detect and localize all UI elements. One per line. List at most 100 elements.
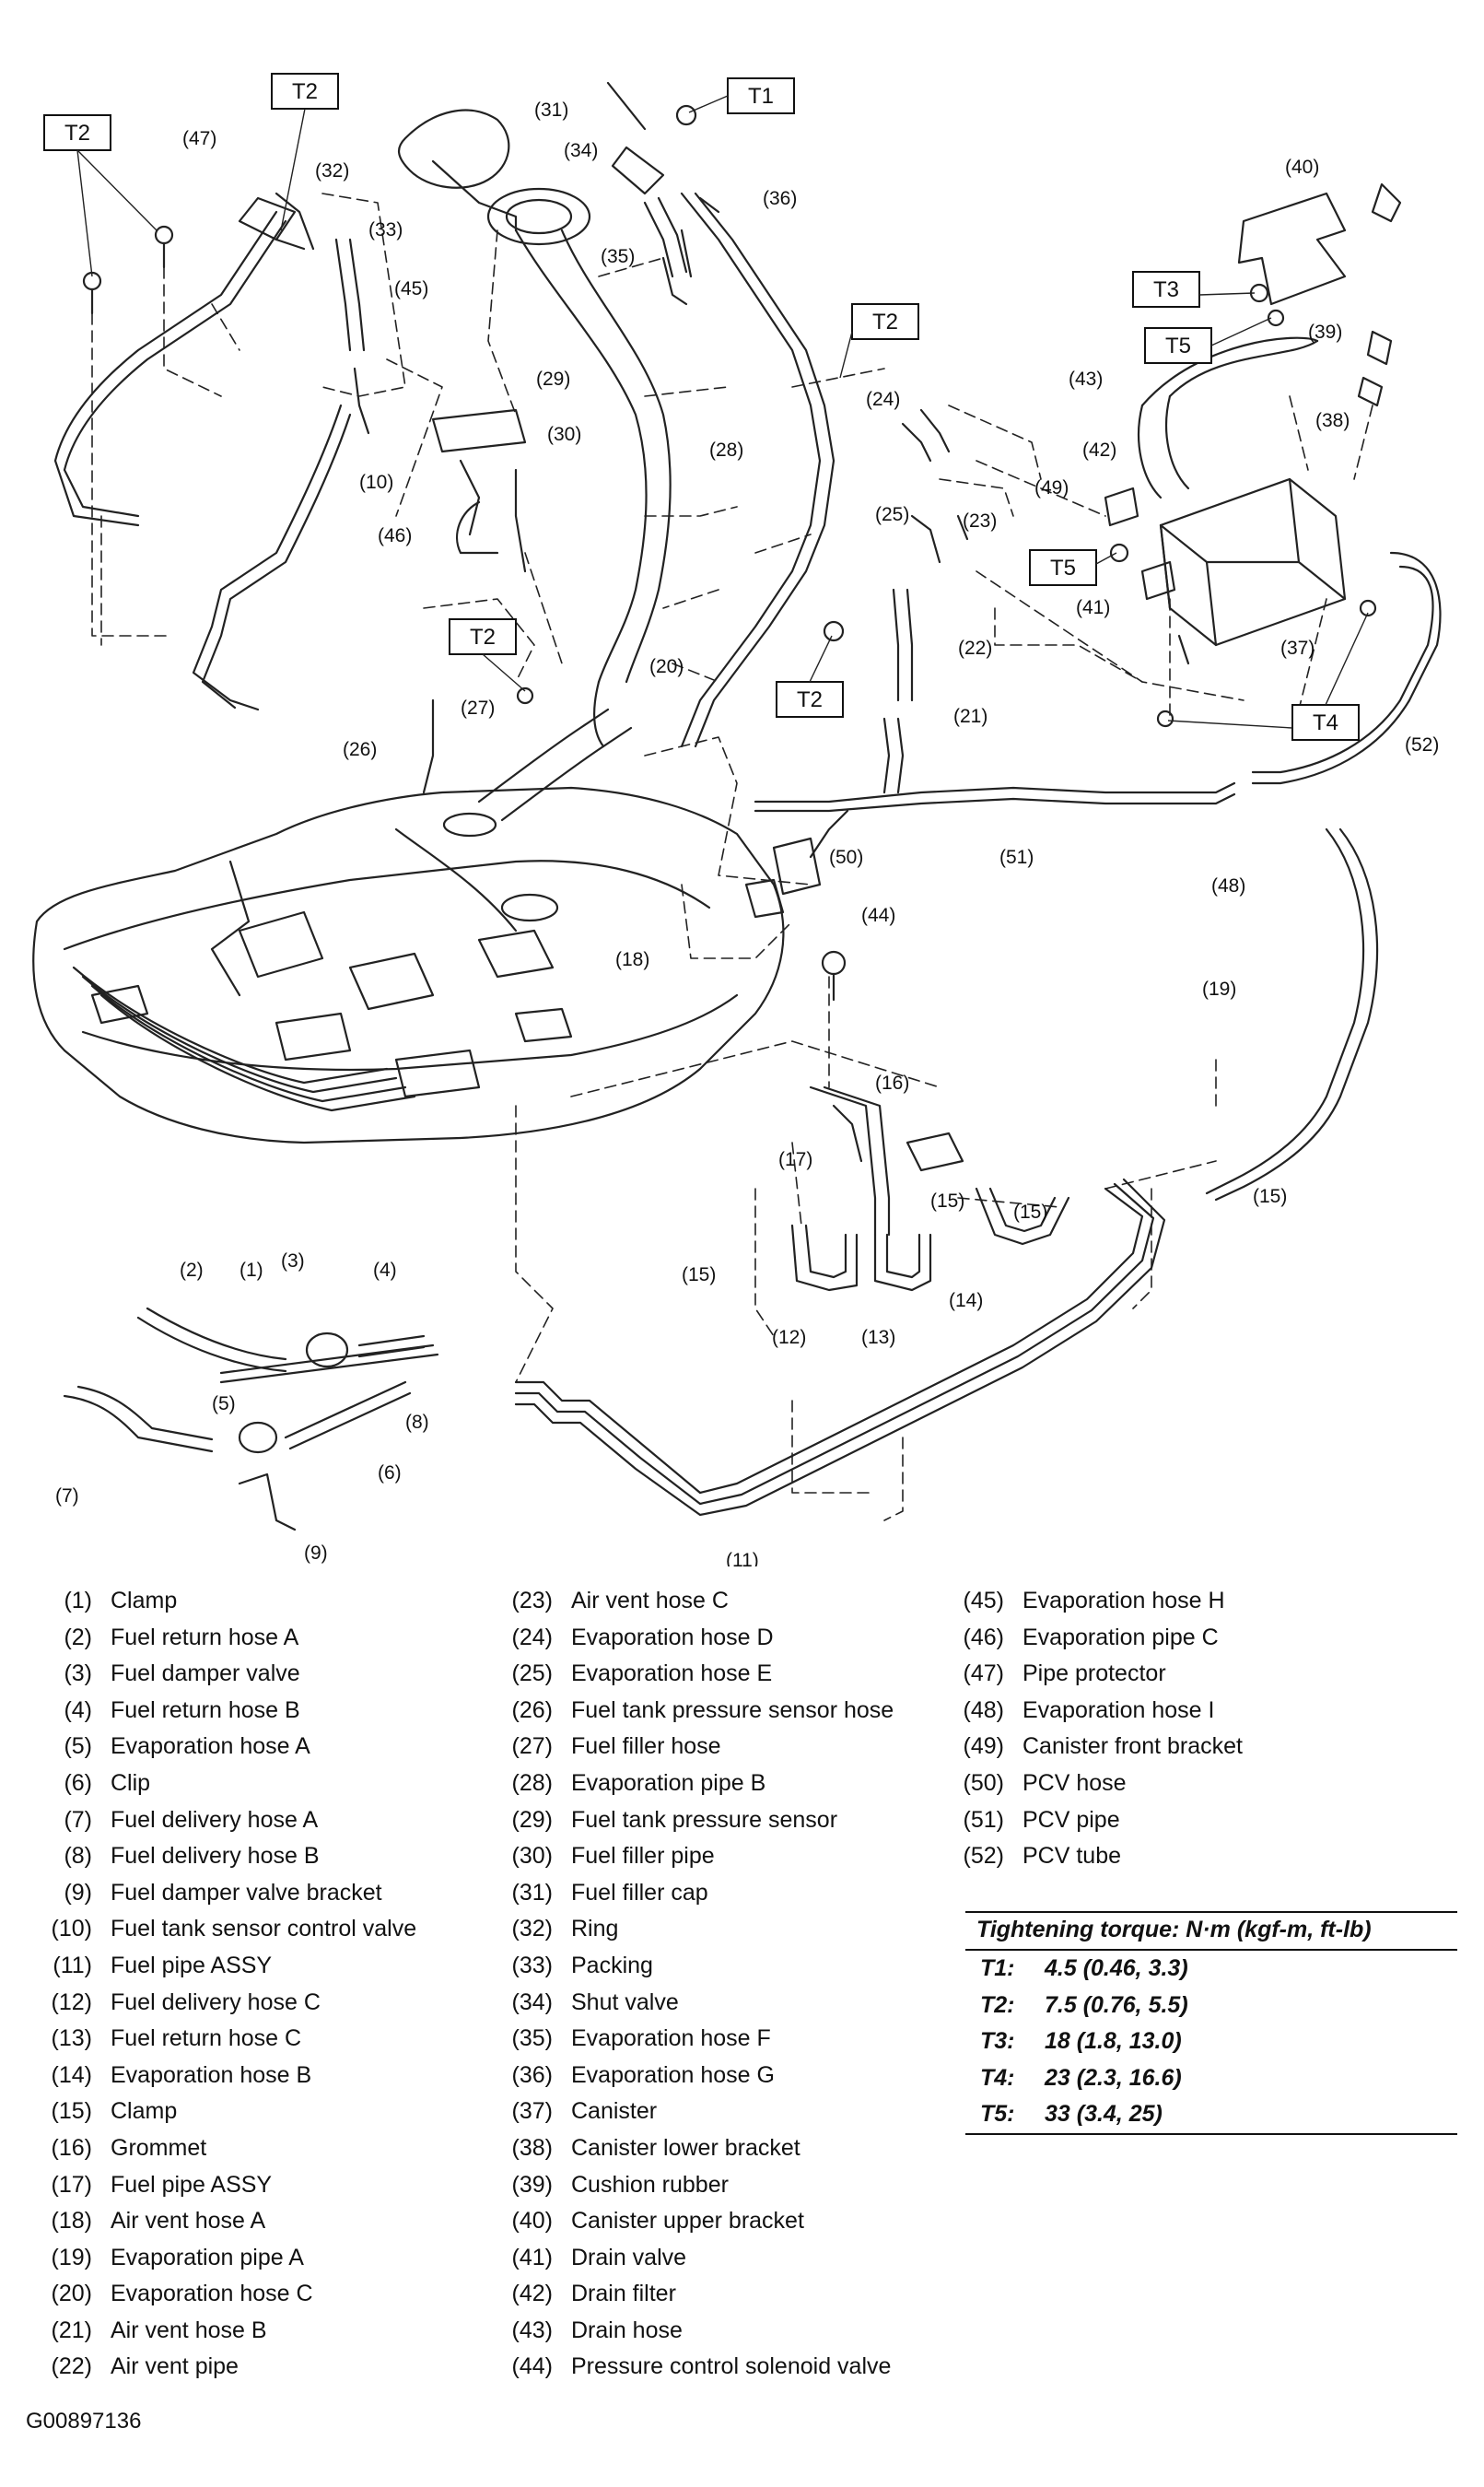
- legend-item-label: Air vent hose C: [571, 1588, 729, 1613]
- torque-box-t5-a: T5: [1144, 327, 1212, 364]
- torque-box-t4: T4: [1291, 704, 1360, 741]
- legend-item-number: (43): [511, 2317, 553, 2343]
- svg-text:T3: T3: [1153, 277, 1179, 302]
- torque-box-t2-e: T2: [776, 681, 844, 718]
- legend-item: (7)Fuel delivery hose A: [28, 1802, 416, 1839]
- callout-4: (4): [373, 1260, 397, 1281]
- legend-item-label: Clamp: [111, 1588, 178, 1613]
- torque-key: T2:: [980, 1991, 1015, 2018]
- legend-item-label: Canister: [571, 2098, 658, 2125]
- legend-item-number: (29): [511, 1806, 553, 1833]
- svg-text:T2: T2: [872, 310, 898, 334]
- torque-row: T1:4.5 (0.46, 3.3): [965, 1951, 1457, 1988]
- callout-9: (9): [304, 1543, 328, 1564]
- torque-table-rows: T1:4.5 (0.46, 3.3)T2:7.5 (0.76, 5.5)T3:1…: [965, 1951, 1457, 2135]
- legend-item: (35)Evaporation hose F: [479, 2021, 894, 2058]
- legend-item-label: Evaporation hose G: [571, 2061, 775, 2088]
- legend-item: (14)Evaporation hose B: [28, 2058, 416, 2094]
- legend-item-label: Fuel delivery hose A: [111, 1806, 319, 1833]
- legend-item-label: Drain filter: [571, 2281, 676, 2307]
- legend-item-label: Drain hose: [571, 2317, 683, 2343]
- legend-item-number: (21): [51, 2317, 92, 2343]
- legend-item-number: (23): [511, 1588, 553, 1613]
- legend-item-number: (8): [64, 1843, 92, 1870]
- legend-item-label: Air vent hose A: [111, 2208, 266, 2235]
- legend-item-number: (19): [51, 2244, 92, 2270]
- legend-item: (34)Shut valve: [479, 1985, 894, 2022]
- legend-item: (50)PCV hose: [930, 1766, 1243, 1802]
- legend-item-number: (16): [51, 2134, 92, 2161]
- callout-41: (41): [1076, 597, 1110, 618]
- callout-24: (24): [866, 389, 900, 410]
- svg-text:T2: T2: [797, 687, 823, 712]
- callout-22: (22): [958, 638, 992, 659]
- legend-item: (21)Air vent hose B: [28, 2313, 416, 2350]
- legend-item-number: (47): [963, 1660, 1004, 1687]
- legend-item-number: (10): [51, 1916, 92, 1942]
- legend-item-label: Cushion rubber: [571, 2171, 729, 2198]
- fuel-return-hose-a: [136, 1307, 287, 1373]
- legend-item: (33)Packing: [479, 1948, 894, 1985]
- callout-8: (8): [405, 1412, 429, 1433]
- callout-1: (1): [240, 1260, 263, 1281]
- callout-12: (12): [772, 1327, 806, 1348]
- callout-52: (52): [1405, 734, 1439, 756]
- callout-34: (34): [564, 140, 598, 161]
- callout-6: (6): [378, 1462, 402, 1484]
- callout-16: (16): [875, 1073, 909, 1094]
- legend-item: (18)Air vent hose A: [28, 2203, 416, 2240]
- legend-item-number: (22): [51, 2353, 92, 2380]
- legend-item-number: (9): [64, 1879, 92, 1906]
- legend-item: (25)Evaporation hose E: [479, 1656, 894, 1693]
- torque-box-t2-a: T2: [271, 73, 339, 110]
- legend-item-number: (38): [511, 2134, 553, 2161]
- svg-text:T2: T2: [470, 625, 496, 650]
- legend-item: (17)Fuel pipe ASSY: [28, 2167, 416, 2204]
- svg-text:T5: T5: [1165, 334, 1191, 358]
- callout-33: (33): [368, 219, 403, 240]
- fuel-filler-hose: [477, 680, 633, 822]
- callout-47: (47): [182, 128, 216, 149]
- image-code: G00897136: [26, 2409, 142, 2434]
- legend-item-label: Fuel return hose B: [111, 1696, 300, 1723]
- legend-item: (9)Fuel damper valve bracket: [28, 1875, 416, 1912]
- fuel-return-hose-c: [873, 1233, 932, 1292]
- legend-item-number: (2): [64, 1624, 92, 1650]
- grommet: [906, 1132, 964, 1172]
- legend-item-label: Drain valve: [571, 2244, 687, 2270]
- drain-hose: [1137, 336, 1319, 499]
- callout-27: (27): [461, 698, 495, 719]
- legend-item-label: Evaporation hose A: [111, 1733, 310, 1760]
- legend-item-label: Shut valve: [571, 1988, 679, 2015]
- callout-15c: (15): [1013, 1202, 1047, 1223]
- legend-item: (42)Drain filter: [479, 2276, 894, 2313]
- legend-item-number: (44): [511, 2353, 553, 2380]
- legend-item: (39)Cushion rubber: [479, 2167, 894, 2204]
- pcv-pipe: [754, 781, 1236, 813]
- legend-item-label: Grommet: [111, 2134, 207, 2161]
- legend-item-number: (30): [511, 1843, 553, 1870]
- callout-5: (5): [212, 1393, 236, 1414]
- torque-row: T5:33 (3.4, 25): [965, 2096, 1457, 2135]
- torque-key: T3:: [980, 2028, 1015, 2055]
- callout-51: (51): [999, 847, 1034, 868]
- legend-item: (47)Pipe protector: [930, 1656, 1243, 1693]
- legend-item: (27)Fuel filler hose: [479, 1729, 894, 1766]
- torque-key: T5:: [980, 2101, 1015, 2128]
- torque-key: T4:: [980, 2064, 1015, 2091]
- legend-column-3: (45)Evaporation hose H(46)Evaporation pi…: [930, 1583, 1243, 1875]
- legend-item-label: Fuel tank pressure sensor: [571, 1806, 838, 1833]
- callout-2: (2): [180, 1260, 204, 1281]
- legend-item: (4)Fuel return hose B: [28, 1693, 416, 1730]
- callout-31: (31): [534, 100, 568, 121]
- legend-item: (38)Canister lower bracket: [479, 2130, 894, 2167]
- fuel-damper-valve-lower: [238, 1421, 278, 1454]
- legend-item-label: Fuel return hose C: [111, 2025, 302, 2052]
- legend-item: (30)Fuel filler pipe: [479, 1838, 894, 1875]
- legend-item-number: (49): [963, 1733, 1004, 1760]
- legend-item-number: (45): [963, 1588, 1004, 1613]
- legend-item-label: Evaporation hose B: [111, 2061, 312, 2088]
- callout-32: (32): [315, 160, 349, 182]
- callout-35: (35): [601, 246, 635, 267]
- legend-item-number: (51): [963, 1806, 1004, 1833]
